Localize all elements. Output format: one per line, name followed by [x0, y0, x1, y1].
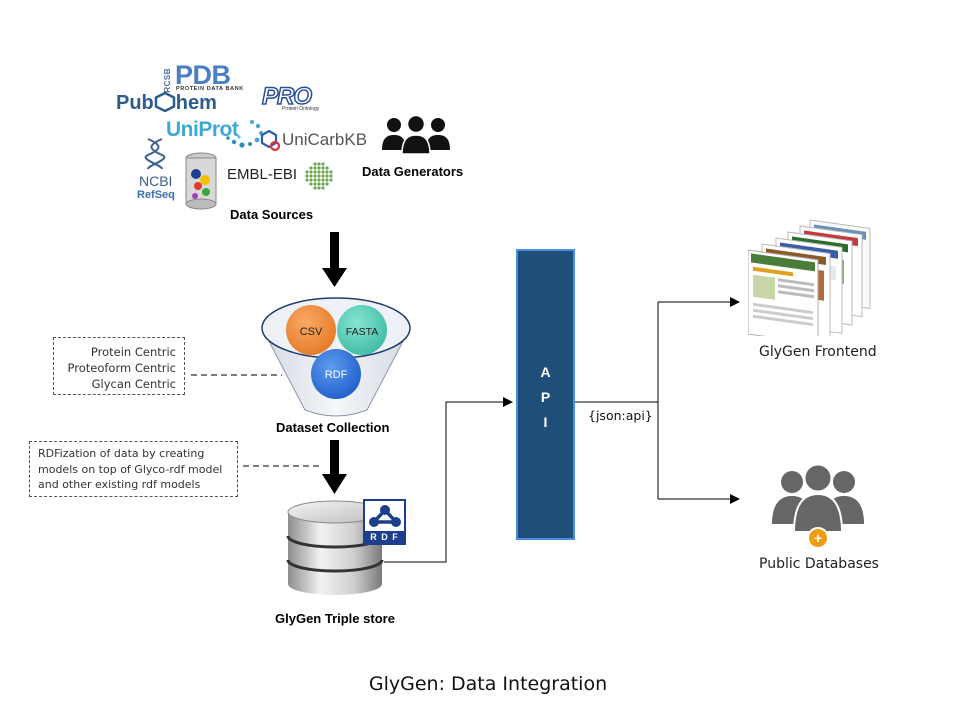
api-format-label: {json:api}: [588, 408, 653, 423]
api-letter-i: I: [543, 414, 548, 430]
centric-line-glycan: Glycan Centric: [91, 377, 176, 391]
pubchem-hexagon-icon: [154, 91, 176, 113]
arrow-sources-to-funnel: [322, 232, 347, 287]
dataset-collection-funnel: CSV FASTA RDF: [261, 297, 411, 417]
frontend-label: GlyGen Frontend: [759, 344, 877, 360]
centric-line-proteoform: Proteoform Centric: [67, 361, 176, 375]
rdf-graph-icon: [369, 505, 401, 527]
triple-store-database-icon: [286, 500, 384, 595]
rdf-circle: [311, 349, 361, 399]
rdfization-line-3: and other existing rdf models: [38, 478, 201, 491]
centric-note-box: Protein Centric Proteoform Centric Glyca…: [53, 337, 185, 395]
api-letter-p: P: [540, 389, 551, 405]
pdb-logo-text: PDB: [175, 60, 231, 90]
fasta-label: FASTA: [346, 326, 378, 338]
pro-subtitle: Protein Ontology: [282, 106, 320, 112]
uniprot-logo: UniProt: [166, 118, 239, 141]
frontend-screens-icon: [748, 219, 871, 336]
pro-logo: PRO Protein Ontology: [261, 82, 321, 112]
data-generators-people-icon: [382, 114, 450, 155]
funnel-items: CSV FASTA RDF: [286, 305, 387, 399]
centric-line-protein: Protein Centric: [90, 345, 176, 359]
arrow-collection-to-store: [322, 440, 347, 494]
pdb-subtitle: PROTEIN DATA BANK: [176, 86, 244, 92]
store-to-api-connector: [384, 397, 513, 563]
public-databases-people-icon: +: [772, 463, 864, 549]
data-generators-label: Data Generators: [362, 164, 464, 179]
refseq-logo: RefSeq: [137, 189, 175, 201]
ncbi-helix-icon: [144, 138, 166, 170]
diagram-title: GlyGen: Data Integration: [368, 673, 608, 695]
data-sources-label: Data Sources: [230, 207, 314, 222]
pubchem-logo: Pub hem: [116, 91, 217, 115]
ncbi-logo: NCBI: [139, 173, 173, 189]
api-letter-a: A: [540, 364, 551, 380]
unicarbkb-logo: UniCarbKB: [282, 130, 368, 149]
dataset-collection-label: Dataset Collection: [276, 420, 390, 435]
public-databases-label: Public Databases: [759, 556, 879, 572]
pubchem-pub: Pub: [116, 92, 154, 114]
rdfization-note-box: RDFization of data by creating models on…: [29, 441, 238, 497]
unicarbkb-icon: [260, 129, 280, 151]
rdf-badge-text: R D F: [365, 531, 404, 543]
rdf-label: RDF: [325, 369, 348, 381]
fasta-circle: [337, 305, 387, 355]
rdfization-line-2: models on top of Glyco-rdf model: [38, 462, 223, 476]
plus-badge-icon: [807, 527, 829, 549]
pubchem-hem: hem: [175, 92, 217, 114]
emblebi-logo: EMBL-EBI: [227, 166, 298, 183]
glycan-can-icon: [185, 152, 217, 210]
rdfization-line-1: RDFization of data by creating: [38, 447, 205, 460]
csv-circle: [286, 305, 336, 355]
emblebi-dots-icon: [305, 162, 333, 190]
triple-store-label: GlyGen Triple store: [275, 611, 395, 626]
pro-text: PRO: [261, 82, 313, 111]
plus-badge-text: +: [814, 530, 822, 546]
rdf-badge: R D F: [363, 499, 406, 545]
csv-label: CSV: [300, 326, 323, 338]
api-block: A P I: [516, 249, 575, 540]
